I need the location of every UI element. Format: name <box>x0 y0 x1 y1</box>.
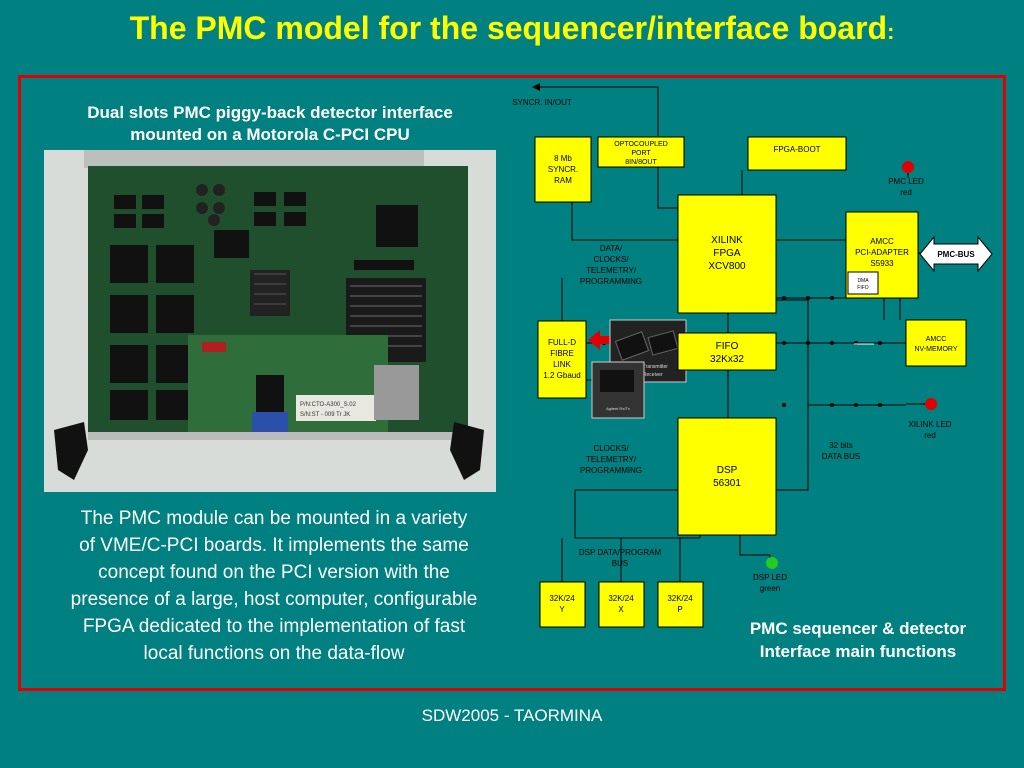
description-line: FPGA dedicated to the implementation of … <box>82 616 466 637</box>
board-photo: P/N:CTO-A300_S.02 S/N:ST - 009 Tr JK <box>44 150 496 492</box>
pmc-bus-label: PMC-BUS <box>937 250 975 259</box>
mem-x-label-2: X <box>618 605 624 614</box>
description-line: of VME/C-PCI boards. It implements the s… <box>79 535 469 556</box>
data-clk-label-3: TELEMETRY/ <box>586 266 637 275</box>
content-frame <box>18 75 1006 691</box>
description-line: concept found on the PCI version with th… <box>98 562 450 583</box>
fifo-block <box>677 332 777 371</box>
fifo-label-1: FIFO <box>716 341 739 352</box>
photo-caption-line1: Dual slots PMC piggy-back detector inter… <box>87 103 453 122</box>
dsp-bus-label-1: DSP DATA/PROGRAM <box>579 548 662 557</box>
description-text: The PMC module can be mounted in a varie… <box>28 505 520 667</box>
photo-caption-line2: mounted on a Motorola C-PCI CPU <box>130 125 410 144</box>
mem-x-label-1: 32K/24 <box>608 594 634 603</box>
syncr-arrow <box>532 83 540 91</box>
clk2-label-2: TELEMETRY/ <box>586 455 637 464</box>
photo-caption: Dual slots PMC piggy-back detector inter… <box>40 102 500 146</box>
dma-label-1: DMA <box>857 278 869 284</box>
xilinx-led-label-1: XILINK LED <box>908 420 951 429</box>
mem-x-block <box>598 581 645 628</box>
dsp-block <box>677 417 777 536</box>
ram-label-1: 8 Mb <box>554 154 572 163</box>
dsp-led-label-2: green <box>760 584 780 593</box>
opto-label-2: PORT <box>631 150 651 157</box>
fibre-label-3: LINK <box>553 360 571 369</box>
functions-caption: PMC sequencer & detector Interface main … <box>718 617 998 663</box>
nv-label-1: AMCC <box>926 336 947 343</box>
dma-fifo-block <box>847 271 879 295</box>
description-line: local functions on the data-flow <box>143 643 405 664</box>
photo-label-sn: S/N:ST - 009 Tr JK <box>300 412 350 418</box>
dsp-bus-label-2: BUS <box>612 559 628 568</box>
slide-title: The PMC model for the sequencer/interfac… <box>0 10 1024 47</box>
clk2-label-1: CLOCKS/ <box>593 444 629 453</box>
mem-p-label-1: 32K/24 <box>667 594 693 603</box>
opto-label-3: 8IN/8OUT <box>625 159 657 166</box>
opto-label-1: OPTOCOUPLED <box>614 141 668 148</box>
dsp-led-label-1: DSP LED <box>753 573 787 582</box>
slide-title-text: The PMC model for the sequencer/interfac… <box>129 10 888 46</box>
xilinx-led-icon <box>925 398 937 410</box>
fpga-boot-label: FPGA-BOOT <box>773 145 820 154</box>
bus-label-2: DATA BUS <box>822 452 860 461</box>
fibre-label-1: FULL-D <box>548 338 576 347</box>
nv-memory-block <box>905 319 967 367</box>
mem-y-label-1: 32K/24 <box>549 594 575 603</box>
slide-title-colon: : <box>887 19 895 44</box>
board-photo-drawing: P/N:CTO-A300_S.02 S/N:ST - 009 Tr JK <box>44 150 496 492</box>
bus-label-1: 32 bits <box>829 441 853 450</box>
xilinx-fpga-block <box>677 194 777 314</box>
xilinx-led-label-2: red <box>924 431 936 440</box>
mem-p-block <box>657 581 704 628</box>
chip-label-3: Agilent Rx/Tx <box>606 406 630 411</box>
syncr-label: SYNCR. IN/OUT <box>512 98 572 107</box>
amcc-pci-label-3: S5933 <box>870 259 894 268</box>
dsp-label-2: 56301 <box>713 478 741 489</box>
ram-block <box>534 136 592 203</box>
pmc-led-icon <box>902 161 914 173</box>
data-clk-label-4: PROGRAMMING <box>580 277 642 286</box>
fibre-link-block <box>537 320 587 399</box>
amcc-pci-block <box>845 211 919 299</box>
functions-caption-line2: Interface main functions <box>759 642 957 661</box>
pmc-led-label-1: PMC LED <box>888 177 924 186</box>
ram-label-2: SYNCR. <box>548 165 578 174</box>
mem-y-block <box>539 581 586 628</box>
description-line: The PMC module can be mounted in a varie… <box>80 508 468 529</box>
data-clk-label-1: DATA/ <box>600 244 623 253</box>
pmc-led-label-2: red <box>900 188 912 197</box>
functions-caption-line1: PMC sequencer & detector <box>749 619 967 638</box>
opto-block <box>597 136 685 168</box>
dsp-label-1: DSP <box>717 465 738 476</box>
mem-y-label-2: Y <box>559 605 565 614</box>
mem-p-label-2: P <box>677 605 682 614</box>
xilinx-label-3: XCV800 <box>708 261 746 272</box>
clk2-label-3: PROGRAMMING <box>580 466 642 475</box>
xilinx-label-2: FPGA <box>713 248 741 259</box>
dsp-led-icon <box>766 557 778 569</box>
dma-label-2: FIFO <box>857 285 868 291</box>
fifo-label-2: 32Kx32 <box>710 354 744 365</box>
description-line: presence of a large, host computer, conf… <box>70 589 478 610</box>
xilinx-label-1: XILINK <box>711 235 743 246</box>
red-arrow-icon <box>588 330 612 350</box>
nv-label-2: NV-MEMORY <box>914 346 957 353</box>
fibre-label-4: 1.2 Gbaud <box>543 371 580 380</box>
ram-label-3: RAM <box>554 176 572 185</box>
pmc-bus-arrow <box>919 235 993 273</box>
fpga-boot-block <box>747 136 847 171</box>
amcc-pci-label-2: PCI-ADAPTER <box>855 248 909 257</box>
data-clk-label-2: CLOCKS/ <box>593 255 629 264</box>
fibre-label-2: FIBRE <box>550 349 574 358</box>
amcc-pci-label-1: AMCC <box>870 237 894 246</box>
photo-label-pn: P/N:CTO-A300_S.02 <box>300 402 357 408</box>
slide-footer: SDW2005 - TAORMINA <box>421 706 603 725</box>
